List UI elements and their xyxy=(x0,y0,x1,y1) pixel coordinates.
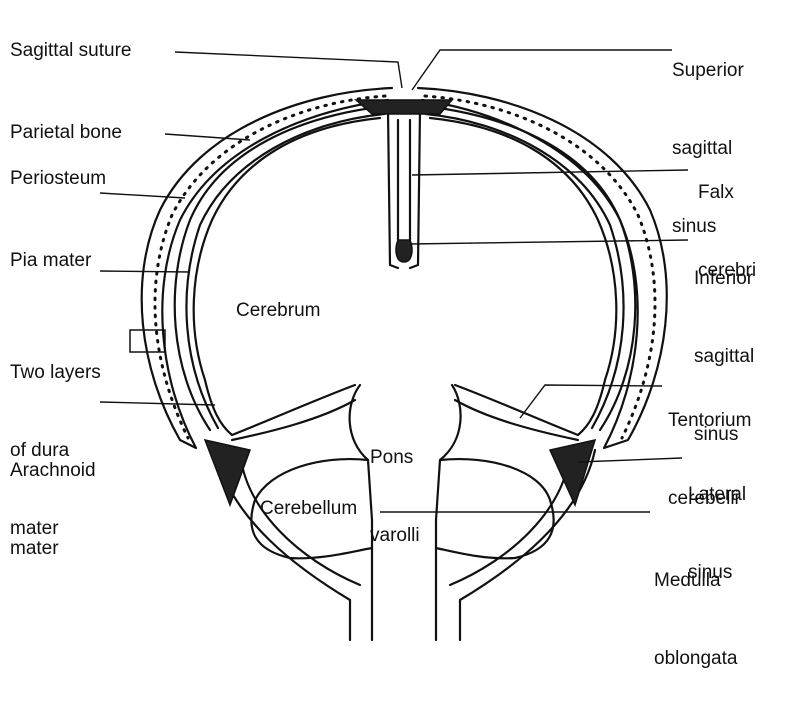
falx-cerebri-right xyxy=(408,108,422,270)
leader-pia-mater xyxy=(99,270,191,273)
label-two-layers-of-dura-mater: Two layers of dura mater xyxy=(10,362,101,539)
label-tentorium-cerebelli: Tentorium cerebelli xyxy=(668,410,752,509)
label-superior-sagittal-sinus: Superior sagittal sinus xyxy=(672,60,744,237)
label-arachnoid-mater: Arachnoid mater xyxy=(10,460,96,559)
leader-periosteum xyxy=(99,192,186,199)
label-parietal-bone: Parietal bone xyxy=(10,122,122,143)
outer-right-lower xyxy=(458,448,597,642)
leader-lateral-sinus xyxy=(577,457,683,463)
label-falx-cerebri: Falx cerebri xyxy=(698,182,757,281)
dura-right xyxy=(422,104,637,432)
cerebellum-left xyxy=(250,458,374,560)
dura-left-inner xyxy=(185,112,386,430)
label-pons-varolli: Pons varolli xyxy=(370,447,420,546)
cerebrum-left xyxy=(192,116,382,437)
label-medulla-oblongata: Medulla oblongata xyxy=(654,570,738,669)
label-sagittal-suture: Sagittal suture xyxy=(10,40,132,61)
label-lateral-sinus: Lateral sinus xyxy=(688,484,747,583)
label-inferior-sagittal-sinus: Inferior sagittal sinus xyxy=(694,268,755,445)
bone-dots-left xyxy=(153,94,387,440)
label-cerebellum: Cerebellum xyxy=(260,498,358,519)
bone-dots-right xyxy=(423,94,657,440)
brain-meninges-illustration xyxy=(99,49,689,642)
leader-parietal-bone xyxy=(164,133,251,141)
label-pia-mater: Pia mater xyxy=(10,250,92,271)
dura-right-inner xyxy=(424,112,625,430)
lateral-sinus-right-shape xyxy=(548,438,597,508)
inferior-sagittal-sinus-shape xyxy=(395,239,413,263)
leader-arachnoid-mater xyxy=(99,401,216,406)
cerebrum-right xyxy=(428,116,618,437)
leader-falx-cerebri xyxy=(411,169,689,176)
inner-left-lower xyxy=(238,450,362,587)
tentorium-left xyxy=(230,398,357,442)
leader-superior-sagittal-sinus xyxy=(411,49,672,91)
diagram: Sagittal suture Superior sagittal sinus … xyxy=(10,40,757,669)
parietal-bone-left xyxy=(140,86,394,450)
leader-sagittal-suture xyxy=(174,51,403,89)
label-periosteum: Periosteum xyxy=(10,168,107,189)
leader-inferior-sagittal-sinus xyxy=(409,239,689,245)
lateral-sinus-left-shape xyxy=(203,438,251,508)
parietal-bone-right xyxy=(416,86,668,450)
dura-left xyxy=(173,104,388,432)
label-cerebrum: Cerebrum xyxy=(236,300,321,321)
falx-cerebri-left xyxy=(386,108,400,270)
tentorium-right xyxy=(453,398,580,442)
leader-tentorium-cerebelli xyxy=(519,384,663,419)
superior-sagittal-sinus-shape xyxy=(354,99,454,115)
dura-layers-bracket xyxy=(129,329,166,353)
